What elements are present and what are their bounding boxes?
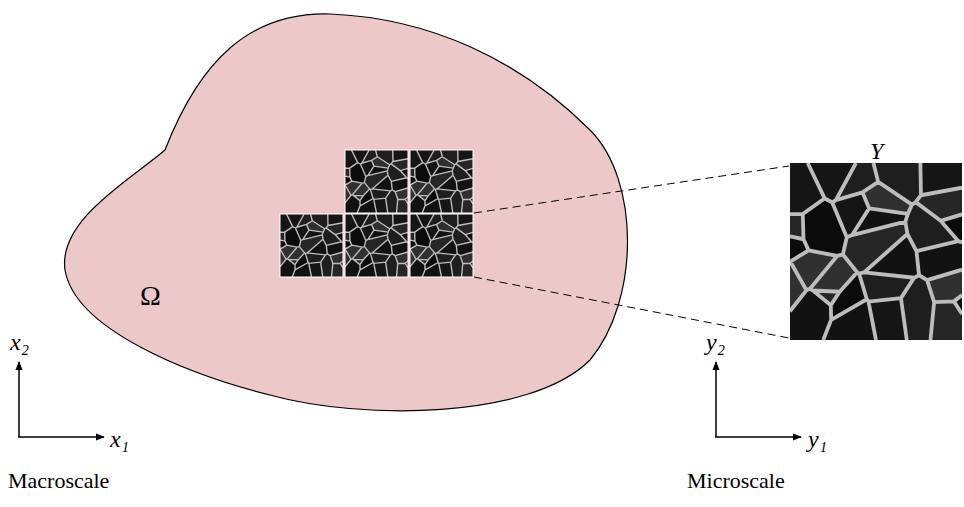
scale-caption: Microscale [687,470,785,492]
micro-tile [345,150,408,213]
cell-label: Y [870,139,883,163]
tile-border [345,150,408,213]
tile-border [410,214,473,277]
tile-border [280,214,343,277]
axis-label: x₂ [10,330,29,354]
micro-tile [345,214,408,277]
microstructure-tiles [280,150,962,340]
tile-border [345,214,408,277]
micro-tile [280,214,343,277]
unit-cell-image [790,163,962,340]
axis-label: y₂ [706,330,725,354]
micro-tile [410,214,473,277]
macro-axes [18,362,104,437]
zoom-lines [474,166,789,338]
domain-symbol: Ω [140,282,161,310]
tile-border [410,150,473,213]
micro-axes [715,362,801,437]
micro-tile [410,150,473,213]
scale-caption: Macroscale [8,470,109,492]
axis-label: x₁ [110,427,129,451]
axis-label: y₁ [808,427,827,451]
